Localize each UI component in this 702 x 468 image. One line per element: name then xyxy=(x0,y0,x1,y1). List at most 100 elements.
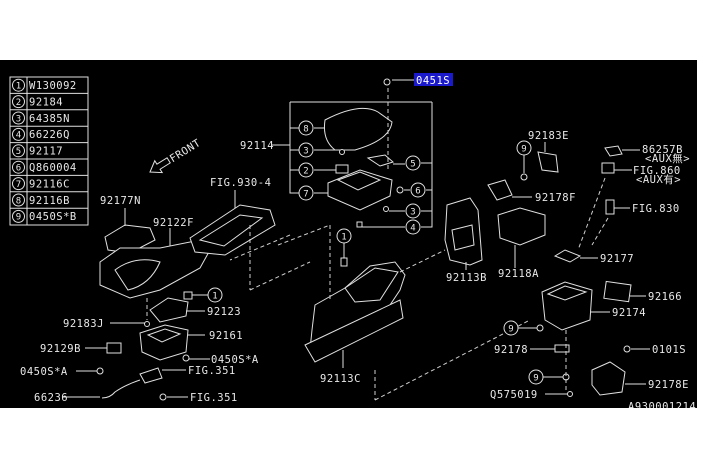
shift-console-parts xyxy=(62,190,311,401)
legend-number: 8 xyxy=(16,196,21,206)
legend-number: 5 xyxy=(16,147,21,157)
callout-number: 1 xyxy=(341,233,346,243)
legend-callout-icon xyxy=(12,193,25,207)
legend-callout-icon xyxy=(12,160,25,174)
callout-circle-icon xyxy=(336,228,352,244)
armrest-assembly xyxy=(272,78,433,228)
panel-92122F xyxy=(99,239,211,299)
legend-part-number: 92116B xyxy=(29,195,70,207)
legend-number: 1 xyxy=(16,82,21,92)
rear-console-parts xyxy=(444,142,650,397)
legend-part-number: W130092 xyxy=(29,80,77,92)
bezel-92178F xyxy=(487,179,513,201)
callout-circle-icon xyxy=(503,320,519,336)
holder-92118A xyxy=(497,207,546,246)
callout-number: 8 xyxy=(303,125,308,135)
part-label-p92118a[interactable]: 92118A xyxy=(498,268,539,280)
callout-number: 5 xyxy=(410,160,415,170)
callout-circle-icon xyxy=(528,369,544,385)
legend-number: 3 xyxy=(16,114,21,124)
callout-number: 9 xyxy=(508,325,513,335)
pad-92166 xyxy=(603,280,632,303)
part-label-aux_with[interactable]: <AUX有> xyxy=(636,173,681,186)
part-label-p92113c[interactable]: 92113C xyxy=(320,373,361,385)
callout-number: 7 xyxy=(303,190,308,200)
part-label-p66236[interactable]: 66236 xyxy=(34,392,68,404)
part-label-drawing_id[interactable]: A930001214 xyxy=(628,401,696,408)
legend-part-number: 64385N xyxy=(29,113,70,125)
legend-part-number: Q860004 xyxy=(29,162,77,174)
part-label-p92123[interactable]: 92123 xyxy=(207,306,241,318)
selected-part-highlight xyxy=(414,73,453,86)
callout-circle-icon xyxy=(207,287,223,303)
panel-fig930 xyxy=(189,204,276,256)
part-label-p0101s[interactable]: 0101S xyxy=(652,344,686,356)
part-label-p92114[interactable]: 92114 xyxy=(240,140,274,152)
legend-part-number: 92184 xyxy=(29,96,63,108)
callout-number: 3 xyxy=(410,208,415,218)
callout-circle-icon xyxy=(516,140,532,156)
callout-number: 9 xyxy=(533,374,538,384)
legend-number: 7 xyxy=(16,180,21,190)
part-label-p92166[interactable]: 92166 xyxy=(648,291,682,303)
part-label-p92113b[interactable]: 92113B xyxy=(446,272,487,284)
part-label-fig930[interactable]: FIG.930-4 xyxy=(210,177,271,189)
front-arrow-icon: FRONT xyxy=(149,137,203,174)
callout-number: 4 xyxy=(410,224,415,234)
front-label: FRONT xyxy=(168,137,203,165)
part-label-fig351_1[interactable]: FIG.351 xyxy=(188,365,236,377)
part-label-p92177[interactable]: 92177 xyxy=(600,253,634,265)
legend-part-number: 92116C xyxy=(29,178,70,190)
part-label-fig860[interactable]: FIG.860 xyxy=(633,165,681,177)
legend-callout-icon xyxy=(12,177,25,191)
legend-number: 9 xyxy=(16,213,21,223)
callout-number: 1 xyxy=(212,292,217,302)
callout-number: 9 xyxy=(521,145,526,155)
legend-callout-icon xyxy=(12,209,25,223)
legend-callout-icon xyxy=(12,144,25,158)
part-label-pq575019[interactable]: Q575019 xyxy=(490,389,538,401)
part-label-p92129b[interactable]: 92129B xyxy=(40,343,81,355)
part-label-fig830[interactable]: FIG.830 xyxy=(632,203,680,215)
part-label-p92178f[interactable]: 92178F xyxy=(535,192,576,204)
callout-number: 3 xyxy=(303,147,308,157)
part-label-p92183j[interactable]: 92183J xyxy=(63,318,104,330)
part-label-selected[interactable]: 0451S xyxy=(416,75,450,87)
part-label-p92183e[interactable]: 92183E xyxy=(528,130,569,142)
bracket-92178E xyxy=(591,361,626,396)
part-label-p0450sa_2[interactable]: 0450S*A xyxy=(20,366,68,378)
tray-92161 xyxy=(139,324,189,361)
part-label-p92174[interactable]: 92174 xyxy=(612,307,646,319)
callout-circle-icon xyxy=(298,120,314,136)
callout-circle-icon xyxy=(410,182,426,198)
callout-number: 6 xyxy=(415,187,420,197)
boot-92123 xyxy=(149,297,189,323)
part-label-p0450sa_1[interactable]: 0450S*A xyxy=(211,354,259,366)
part-label-fig351_2[interactable]: FIG.351 xyxy=(190,392,238,404)
legend-callout-icon xyxy=(12,78,25,92)
legend-part-number: 0450S*B xyxy=(29,211,77,223)
legend-callout-icon xyxy=(12,111,25,125)
armrest-lid xyxy=(324,107,393,151)
callout-circle-icon xyxy=(298,185,314,201)
part-label-p92122f[interactable]: 92122F xyxy=(153,217,194,229)
part-label-p92178[interactable]: 92178 xyxy=(494,344,528,356)
legend-number: 4 xyxy=(16,131,21,141)
panel-92113B xyxy=(444,197,483,266)
part-label-aux_none[interactable]: <AUX無> xyxy=(645,152,690,165)
part-label-p92177n[interactable]: 92177N xyxy=(100,195,141,207)
callout-circle-icon xyxy=(298,162,314,178)
legend-part-number: 66226Q xyxy=(29,129,70,141)
part-label-p86257b[interactable]: 86257B xyxy=(642,144,683,156)
callout-circle-icon xyxy=(405,203,421,219)
center-console-92113C xyxy=(229,224,531,401)
legend-callout-icon xyxy=(12,95,25,109)
part-label-p92178e[interactable]: 92178E xyxy=(648,379,689,391)
callout-circle-icon xyxy=(405,219,421,235)
part-label-p92161[interactable]: 92161 xyxy=(209,330,243,342)
callout-circle-icon xyxy=(298,142,314,158)
legend-part-number: 92117 xyxy=(29,146,63,158)
